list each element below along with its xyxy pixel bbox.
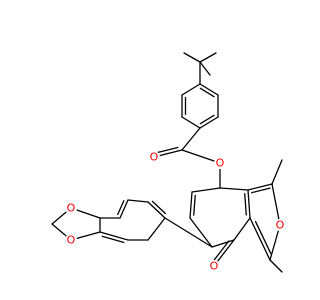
- ester-oxygen: O: [214, 157, 226, 170]
- bond-p3-p1: [147, 217, 166, 241]
- bond-s1-s2: [219, 187, 249, 191]
- bond-fa-fo: [271, 183, 281, 226]
- bond-s3-s4: [233, 217, 251, 241]
- molecule-structure-diagram: O O O O O O: [51, 52, 286, 273]
- bond-p1-p2: [147, 201, 166, 219]
- bond-cc-oe: [181, 149, 221, 164]
- ketone-oxygen: O: [208, 260, 220, 273]
- atom-labels: O O O O O O: [65, 151, 286, 273]
- bond-fb-s3: [249, 217, 271, 261]
- bond-b4-b5: [181, 116, 201, 129]
- bond-p8-p6: [99, 231, 129, 241]
- bond-cc-oc-double: [155, 146, 179, 154]
- dioxole-oxygen-upper-label: O: [67, 202, 76, 215]
- furan-oxygen: O: [274, 219, 286, 232]
- ketone-oxygen-label: O: [210, 260, 219, 273]
- bond-s2-s3: [247, 189, 251, 219]
- bond-b4-cc: [181, 127, 201, 151]
- dioxole-oxygen-lower: O: [65, 234, 77, 247]
- bond-s7-s1: [191, 187, 221, 193]
- bond-b6-b1: [181, 83, 201, 96]
- bond-b3-b4: [199, 116, 219, 129]
- bond-b3-b4-double: [199, 114, 215, 125]
- bond-p1-p2-double: [151, 200, 167, 215]
- bond-tb-m2: [199, 52, 217, 63]
- bond-s2-fa-double: [251, 187, 271, 194]
- bond-p2-p4: [127, 199, 149, 203]
- bond-p8-p6-double: [101, 235, 125, 244]
- bond-p4-p5: [119, 199, 129, 219]
- bond-tb-m3: [199, 61, 211, 76]
- bond-s4-ok-double: [212, 240, 230, 262]
- bond-fb-me2: [269, 259, 283, 273]
- carbonyl-oxygen: O: [148, 151, 160, 164]
- bond-s2-fa: [247, 183, 273, 191]
- bond-fa-me1: [271, 159, 283, 185]
- bond-b1-b2-double: [199, 87, 215, 98]
- dioxole-oxygen-upper: O: [65, 202, 77, 215]
- furan-oxygen-label: O: [276, 219, 285, 232]
- bond-s4-s5: [211, 239, 235, 248]
- bond-fb-s3-double: [254, 220, 272, 255]
- bond-s6-s7-double: [193, 194, 196, 216]
- bond-s5-p1: [164, 217, 213, 248]
- bond-s2-s3-double: [244, 192, 247, 216]
- dioxole-oxygen-lower-label: O: [67, 234, 76, 247]
- bond-b1-b2: [199, 83, 219, 96]
- bond-p4-p5-double: [117, 200, 125, 216]
- bond-fo-fb: [269, 224, 281, 261]
- bond-s5-s6: [189, 217, 213, 248]
- bond-lines: [51, 52, 283, 273]
- carbonyl-oxygen-label: O: [150, 151, 159, 164]
- bond-tb-m1: [183, 52, 201, 63]
- ester-oxygen-label: O: [216, 157, 225, 170]
- bond-s6-s7: [189, 191, 193, 219]
